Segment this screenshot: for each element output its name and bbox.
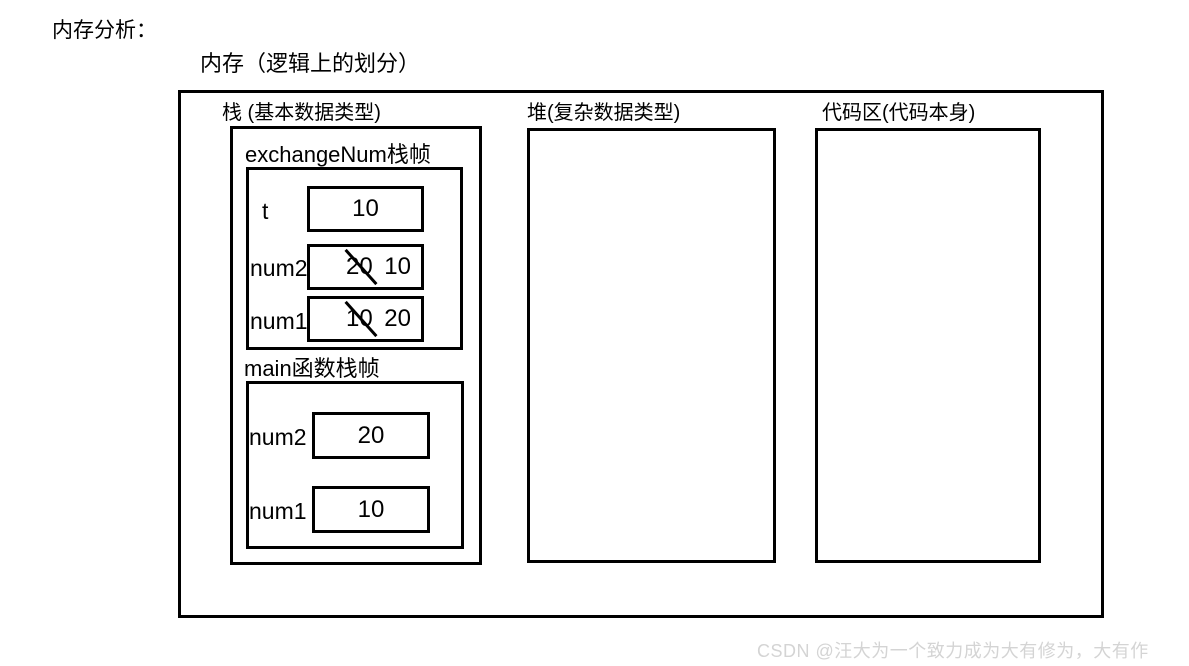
swap-values-num1: 10 20 — [310, 299, 421, 339]
exchangenum-frame-title: exchangeNum栈帧 — [245, 142, 431, 167]
memory-container — [178, 90, 1104, 618]
stack-region-box — [230, 126, 482, 565]
page-title: 内存分析： — [52, 19, 157, 42]
heap-region-title: 堆(复杂数据类型) — [527, 102, 681, 124]
value-text-num2-main: 20 — [357, 421, 385, 449]
new-value-num1: 20 — [384, 305, 411, 332]
variable-label-num2-exchange: num2 — [250, 255, 308, 281]
variable-label-num2-main: num2 — [249, 424, 307, 450]
variable-value-num2-exchange: 20 10 — [307, 244, 424, 290]
main-frame-title: main函数栈帧 — [244, 356, 380, 381]
stack-region-title: 栈 (基本数据类型) — [222, 102, 381, 124]
variable-label-num1-main: num1 — [249, 498, 307, 524]
variable-value-t: 10 — [307, 186, 424, 232]
value-text-num1-main: 10 — [357, 495, 385, 523]
heap-region-box — [527, 128, 776, 563]
variable-label-num1-exchange: num1 — [250, 308, 308, 334]
memory-diagram-caption: 内存（逻辑上的划分） — [200, 51, 421, 76]
main-frame-box — [246, 381, 464, 549]
variable-value-num2-main: 20 — [312, 412, 430, 459]
swap-values-num2: 20 10 — [310, 247, 421, 287]
code-region-box — [815, 128, 1041, 563]
new-value-num2: 10 — [384, 253, 411, 280]
variable-value-num1-main: 10 — [312, 486, 430, 533]
variable-label-t: t — [262, 198, 269, 224]
variable-value-num1-exchange: 10 20 — [307, 296, 424, 342]
value-text-t: 10 — [352, 195, 379, 222]
csdn-watermark: CSDN @汪大为一个致力成为大有修为，大有作 — [757, 641, 1149, 661]
code-region-title: 代码区(代码本身) — [822, 102, 976, 124]
exchangenum-frame-box — [246, 167, 463, 350]
